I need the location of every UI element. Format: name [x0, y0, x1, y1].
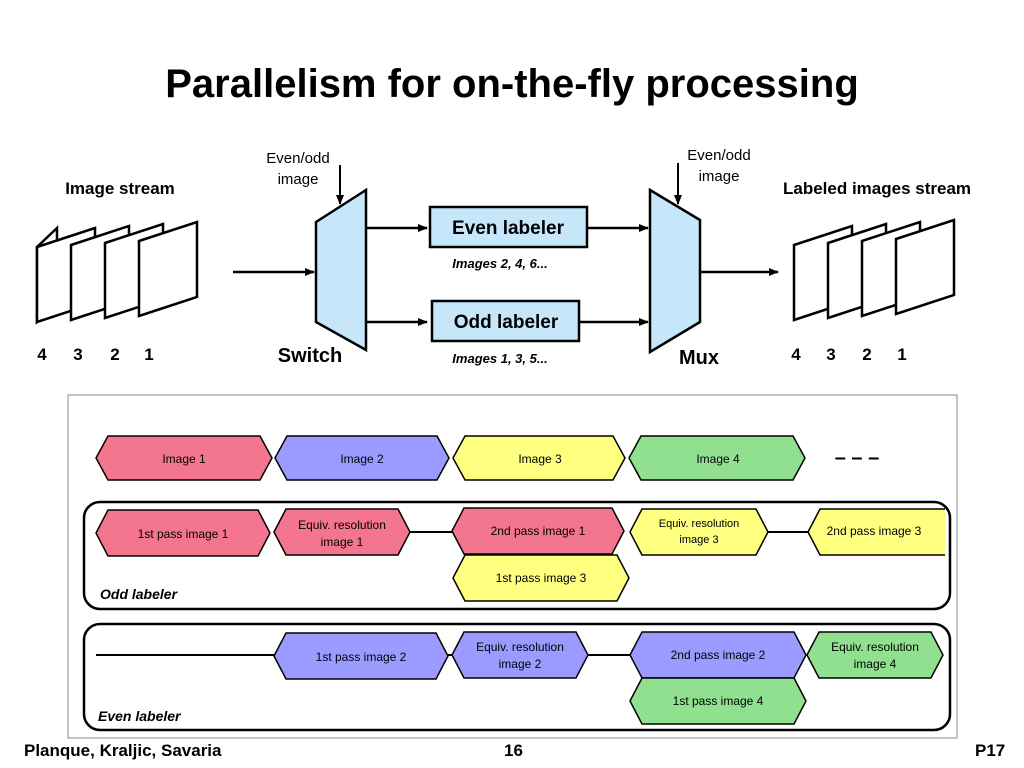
input-number-3: 3	[73, 345, 82, 364]
even-labeler-lane	[82, 622, 952, 732]
odd-pass2-image1	[451, 507, 625, 555]
image-2-hexagon	[274, 435, 450, 481]
odd-equiv-image3-line1: Equiv. resolution	[659, 518, 740, 530]
odd-pass2-image3-label: 2nd pass image 3	[827, 524, 922, 538]
odd-pass1-image1-label: 1st pass image 1	[138, 527, 229, 541]
switch-control-label-line1: Even/odd	[266, 150, 329, 167]
odd-labeler-lane-label: Odd labeler	[100, 586, 179, 602]
image-2-label: Image 2	[340, 452, 384, 466]
odd-equiv-image1	[273, 508, 411, 556]
odd-equiv-image3	[629, 508, 769, 556]
switch-label: Switch	[278, 345, 342, 367]
footer-page-number: 16	[504, 741, 523, 760]
image-1-label: Image 1	[162, 452, 206, 466]
odd-pass2-image3	[807, 508, 945, 556]
odd-pass1-image3-label: 1st pass image 3	[496, 571, 587, 585]
odd-pass2-image1-label: 2nd pass image 1	[491, 524, 586, 538]
image-3-label: Image 3	[518, 452, 562, 466]
input-number-1: 1	[144, 345, 153, 364]
labeled-stream-label: Labeled images stream	[783, 179, 971, 198]
even-labeler-box	[428, 205, 589, 249]
image-3-hexagon	[452, 435, 626, 481]
image-stream-label: Image stream	[65, 179, 175, 198]
switch-control-label-line2: image	[278, 171, 319, 188]
odd-pass1-image1	[95, 509, 271, 557]
image-4-label: Image 4	[696, 452, 740, 466]
even-equiv-image4-line2: image 4	[854, 657, 897, 671]
footer-slide-id: P17	[975, 741, 1006, 760]
input-frame-1	[137, 220, 199, 318]
mux-control-label-line2: image	[699, 168, 740, 185]
input-number-2: 2	[110, 345, 119, 364]
odd-equiv-image3-line2: image 3	[679, 534, 718, 546]
input-image-stack	[35, 220, 199, 325]
slide-title: Parallelism for on-the-fly processing	[165, 62, 859, 106]
even-equiv-image2	[451, 631, 589, 679]
even-images-note: Images 2, 4, 6...	[452, 256, 547, 271]
mux-label: Mux	[679, 347, 719, 369]
even-pass2-image2-label: 2nd pass image 2	[671, 648, 766, 662]
output-number-3: 3	[826, 345, 835, 364]
even-pass1-image4-label: 1st pass image 4	[673, 694, 764, 708]
even-equiv-image2-line1: Equiv. resolution	[476, 640, 564, 654]
odd-equiv-image1-line2: image 1	[321, 535, 364, 549]
mux-control-label-line1: Even/odd	[687, 147, 750, 164]
odd-pass1-image3	[452, 554, 630, 602]
even-labeler-lane-label: Even labeler	[98, 708, 182, 724]
odd-equiv-image1-line1: Equiv. resolution	[298, 518, 386, 532]
switch-block	[314, 187, 368, 353]
mux-block	[648, 187, 702, 355]
image-4-hexagon	[628, 435, 806, 481]
output-frame-1	[894, 218, 956, 316]
even-pass1-image4	[629, 677, 807, 725]
output-number-4: 4	[791, 345, 801, 364]
even-pass1-image2-label: 1st pass image 2	[316, 650, 407, 664]
output-image-stack	[792, 218, 956, 322]
even-equiv-image4	[806, 631, 944, 679]
timeline-ellipsis: – – –	[835, 447, 879, 469]
even-labeler-label: Even labeler	[452, 218, 565, 239]
footer-authors: Planque, Kraljic, Savaria	[24, 741, 222, 760]
output-number-2: 2	[862, 345, 871, 364]
output-number-1: 1	[897, 345, 906, 364]
image-row: Image 1 Image 2 Image 3 Image 4 – – –	[95, 435, 879, 481]
odd-images-note: Images 1, 3, 5...	[452, 351, 547, 366]
odd-labeler-label: Odd labeler	[454, 312, 559, 333]
odd-labeler-lane	[82, 500, 952, 611]
even-equiv-image2-line2: image 2	[499, 657, 542, 671]
even-pass1-image2	[273, 632, 449, 680]
image-1-hexagon	[95, 435, 273, 481]
even-equiv-image4-line1: Equiv. resolution	[831, 640, 919, 654]
input-number-4: 4	[37, 345, 47, 364]
